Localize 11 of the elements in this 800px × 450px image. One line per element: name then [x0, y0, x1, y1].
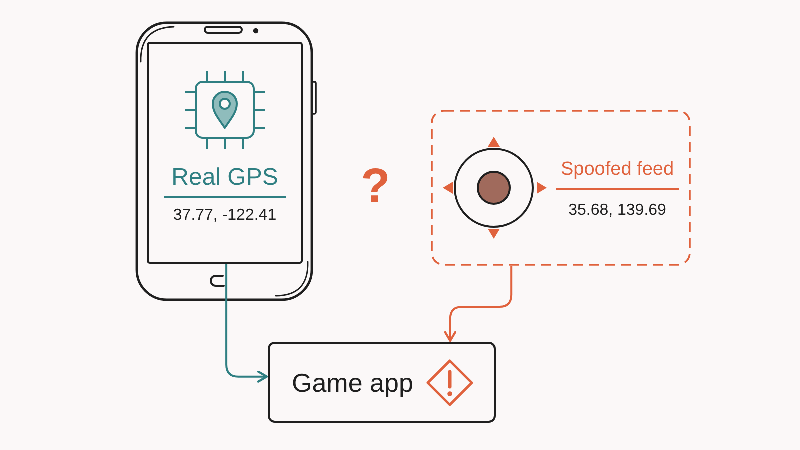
question-mark: ?	[361, 163, 390, 211]
coordinates: 37.77, -122.41	[173, 206, 277, 226]
connector-arrow	[226, 264, 268, 383]
connector-arrow	[444, 266, 513, 342]
source-title: Real GPS	[164, 164, 286, 198]
source-title: Spoofed feed	[556, 158, 680, 190]
phone-screen	[147, 42, 303, 264]
app-name: Game app	[292, 366, 414, 398]
app-box	[268, 342, 496, 423]
dashed-box	[431, 110, 691, 266]
coordinates: 35.68, 139.69	[568, 201, 666, 221]
